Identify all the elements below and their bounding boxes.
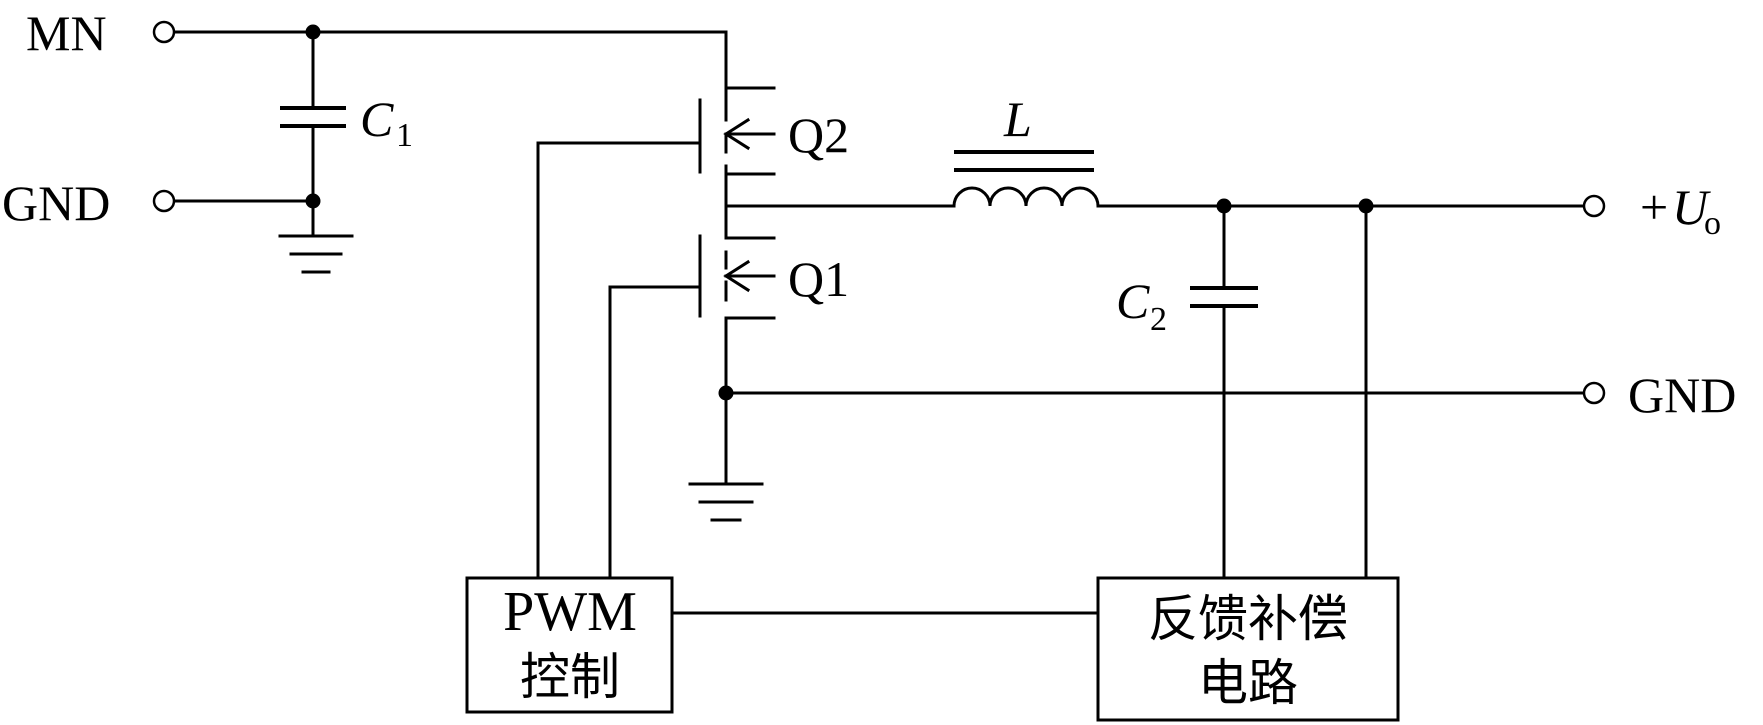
output-gnd-label: GND <box>1628 367 1736 423</box>
junction-dot <box>1216 198 1232 214</box>
q1-label: Q1 <box>788 251 849 307</box>
output-plus-label: +Uo <box>1640 179 1721 242</box>
mn-terminal <box>152 20 176 44</box>
junction-dot <box>305 193 321 209</box>
output-plus-terminal <box>1582 194 1606 218</box>
c2-label: C2 <box>1116 273 1167 338</box>
pwm-control-block: PWM 控制 <box>465 576 674 714</box>
q1-body-arrow <box>723 259 751 293</box>
output-gnd-terminal <box>1582 381 1606 405</box>
mn-label: MN <box>26 5 107 61</box>
q2-label: Q2 <box>788 107 849 163</box>
input-gnd-terminal <box>152 189 176 213</box>
input-gnd-label: GND <box>2 175 110 231</box>
q2-body-arrow <box>723 117 751 151</box>
inductor-label: L <box>1003 91 1032 147</box>
feedback-block-line1: 反馈补偿 <box>1148 590 1348 648</box>
input-ground-symbol <box>278 234 354 274</box>
input-section: MN GND C1 <box>2 5 728 274</box>
junction-dot <box>718 385 734 401</box>
q2-mosfet: Q2 <box>536 86 849 186</box>
inductor-l <box>952 150 1100 208</box>
output-section: L C2 +Uo GND <box>688 91 1736 580</box>
q1-mosfet: Q1 <box>608 182 849 394</box>
feedback-block-line2: 电路 <box>1198 654 1298 712</box>
pwm-block-line2: 控制 <box>520 648 620 706</box>
pwm-block-line1: PWM <box>503 581 637 643</box>
c1-label: C1 <box>360 91 413 154</box>
junction-dot <box>305 24 321 40</box>
output-ground-symbol <box>688 482 764 522</box>
junction-dot <box>1358 198 1374 214</box>
feedback-compensation-block: 反馈补偿 电路 <box>1096 576 1400 722</box>
